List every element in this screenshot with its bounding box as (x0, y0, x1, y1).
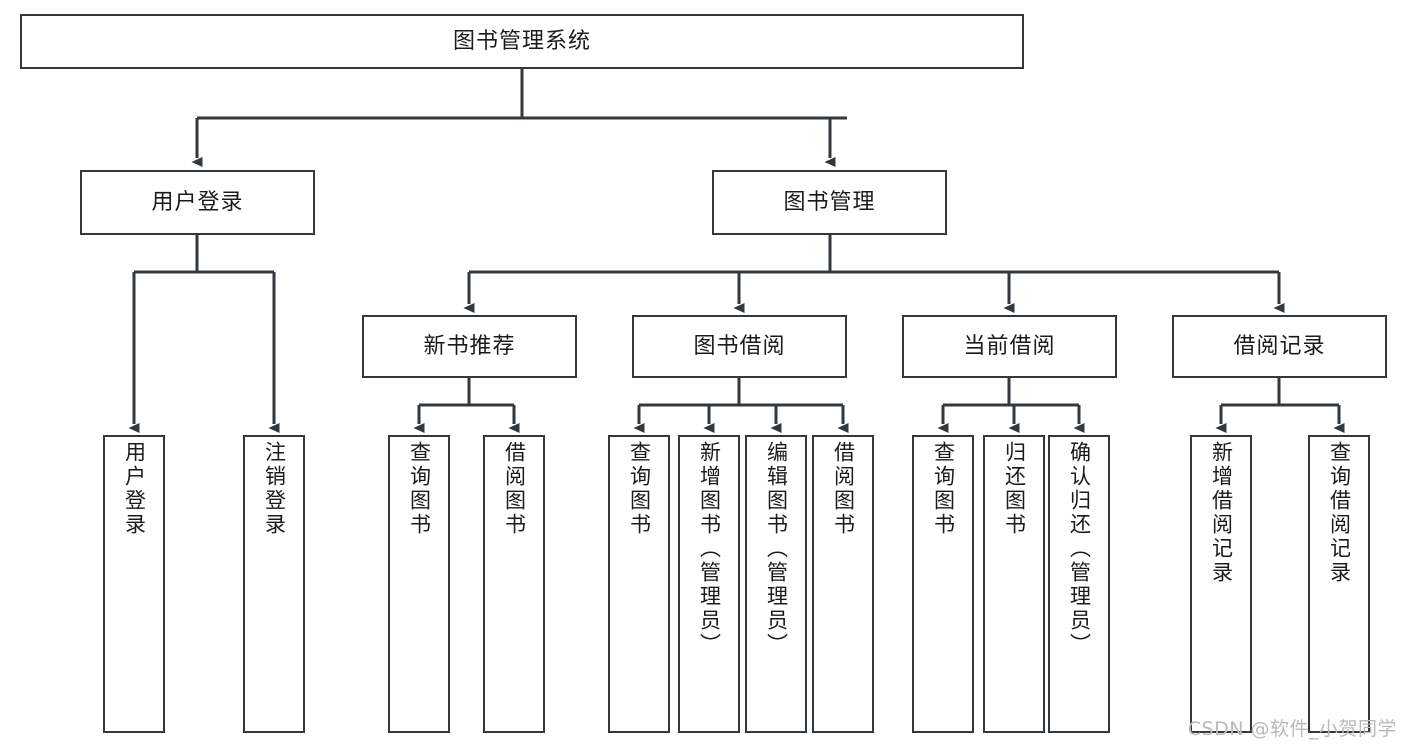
node-label: 借阅记录 (1233, 333, 1326, 359)
leaf-query-book-1[interactable]: 查询图书 (388, 435, 450, 733)
leaf-add-book-admin[interactable]: 新增图书（管理员） (678, 435, 740, 733)
node-book-management[interactable]: 图书管理 (712, 170, 947, 235)
leaf-user-login[interactable]: 用户登录 (103, 435, 165, 733)
leaf-add-borrow-record[interactable]: 新增借阅记录 (1190, 435, 1252, 733)
node-label: 确认归还（管理员） (1067, 441, 1092, 657)
node-label: 借阅图书 (502, 441, 527, 537)
leaf-borrow-book-2[interactable]: 借阅图书 (812, 435, 874, 733)
node-borrowing-records[interactable]: 借阅记录 (1172, 315, 1387, 378)
node-user-login[interactable]: 用户登录 (80, 170, 315, 235)
node-label: 当前借阅 (963, 333, 1056, 359)
node-label: 新增借阅记录 (1209, 441, 1234, 585)
node-label: 查询图书 (627, 441, 652, 537)
node-label: 用户登录 (122, 441, 147, 537)
node-label: 查询借阅记录 (1327, 441, 1352, 585)
node-system-root[interactable]: 图书管理系统 (20, 14, 1024, 69)
node-label: 图书管理系统 (452, 28, 591, 54)
node-label: 编辑图书（管理员） (764, 441, 789, 657)
node-label: 新书推荐 (423, 333, 516, 359)
leaf-query-borrow-record[interactable]: 查询借阅记录 (1308, 435, 1370, 733)
node-label: 归还图书 (1002, 441, 1027, 537)
node-current-borrowing[interactable]: 当前借阅 (902, 315, 1117, 378)
node-label: 图书借阅 (693, 333, 786, 359)
leaf-return-book[interactable]: 归还图书 (983, 435, 1045, 733)
node-label: 新增图书（管理员） (697, 441, 722, 657)
leaf-confirm-return-admin[interactable]: 确认归还（管理员） (1048, 435, 1110, 733)
leaf-borrow-book-1[interactable]: 借阅图书 (483, 435, 545, 733)
leaf-query-book-2[interactable]: 查询图书 (608, 435, 670, 733)
node-label: 图书管理 (783, 189, 876, 215)
node-label: 借阅图书 (831, 441, 856, 537)
leaf-edit-book-admin[interactable]: 编辑图书（管理员） (745, 435, 807, 733)
node-label: 查询图书 (931, 441, 956, 537)
leaf-query-book-3[interactable]: 查询图书 (912, 435, 974, 733)
node-new-book-recommendation[interactable]: 新书推荐 (362, 315, 577, 378)
node-label: 查询图书 (407, 441, 432, 537)
node-label: 用户登录 (151, 189, 244, 215)
leaf-logout[interactable]: 注销登录 (243, 435, 305, 733)
node-label: 注销登录 (262, 441, 287, 537)
node-book-borrowing[interactable]: 图书借阅 (632, 315, 847, 378)
